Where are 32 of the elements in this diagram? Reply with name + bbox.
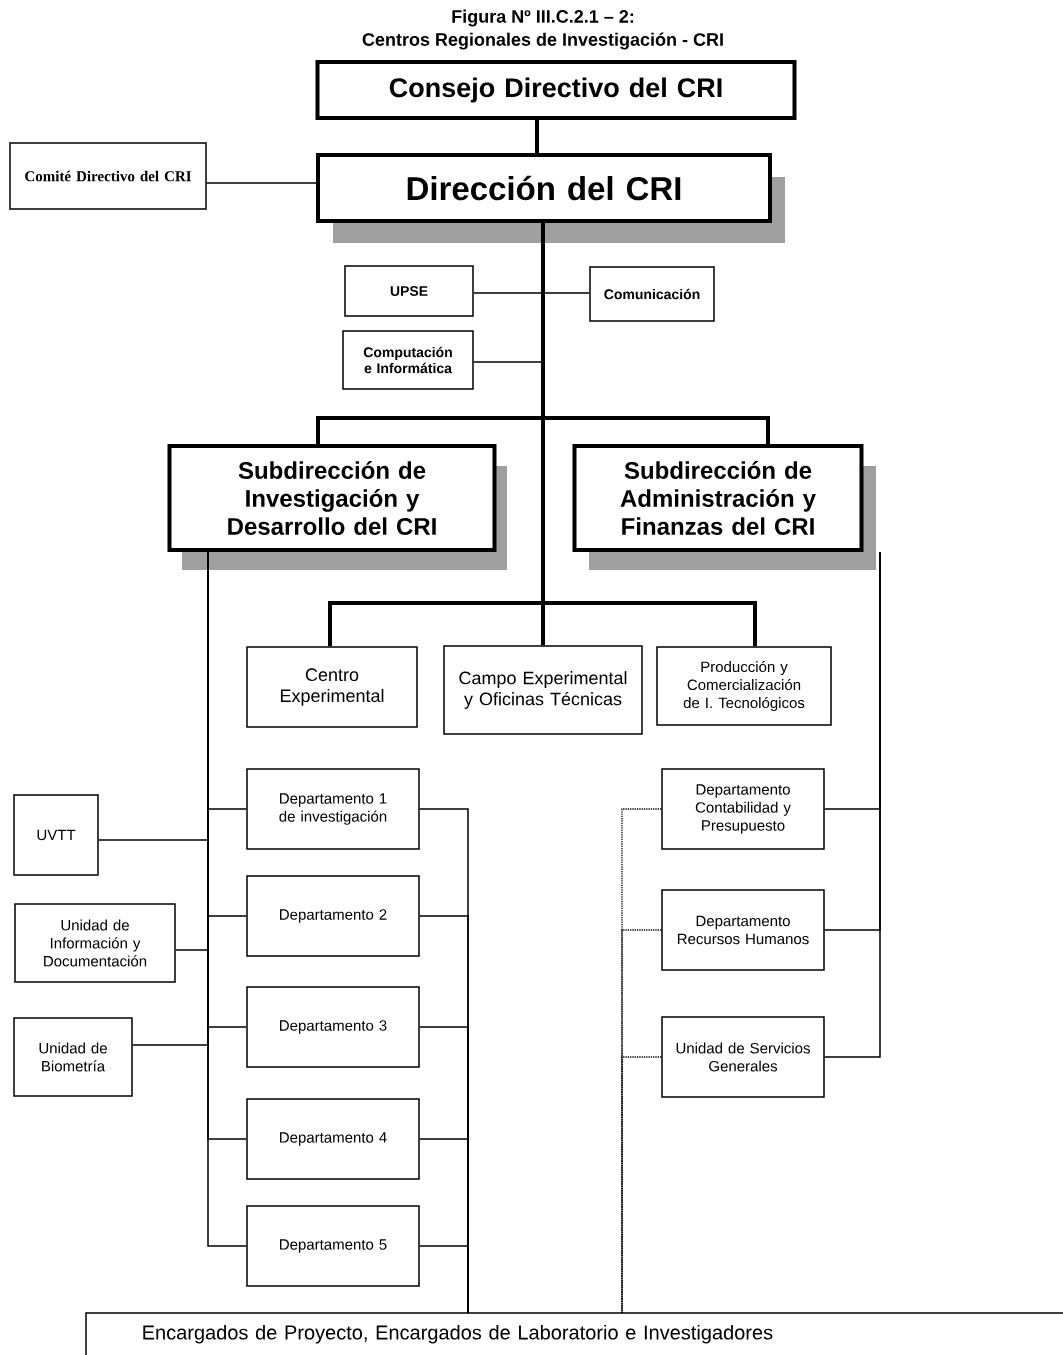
unit-box: UVTT — [13, 794, 99, 876]
unit-box: Centro Experimental — [246, 646, 418, 728]
connector-line — [535, 120, 539, 153]
unit-box: Comunicación — [589, 266, 715, 322]
connector-line — [541, 223, 757, 647]
connector-line — [621, 1056, 662, 1314]
connector-line — [824, 551, 881, 1058]
unit-box: Unidad de Servicios Generales — [661, 1016, 825, 1098]
staff-band: Encargados de Proyecto, Encargados de Laboratorio e Investigadores — [85, 1312, 1063, 1355]
unit-box: Unidad de Biometría — [13, 1017, 133, 1097]
subdirectorate-box: Subdirección de Administración y Finanzas del CRI — [572, 444, 876, 570]
unit-box: Departamento 2 — [246, 875, 420, 957]
figure-title: Figura Nº III.C.2.1 – 2: — [452, 9, 634, 27]
connector-line — [207, 551, 247, 1247]
unit-box: Departamento 4 — [246, 1098, 420, 1180]
unit-box: Departamento 1 de investigación — [246, 768, 420, 850]
unit-box: Departamento 3 — [246, 986, 420, 1068]
connector-line — [206, 182, 317, 184]
unit-box: Producción y Comercialización de I. Tecnológicos — [656, 646, 832, 726]
board-box: Consejo Directivo del CRI — [315, 60, 797, 120]
connector-line — [621, 808, 662, 1314]
unit-box: Unidad de Información y Documentación — [14, 903, 176, 983]
unit-box: Departamento Recursos Humanos — [661, 889, 825, 971]
unit-box: UPSE — [344, 265, 474, 317]
connector-line — [419, 1245, 469, 1314]
unit-box: Computación e Informática — [342, 330, 474, 390]
committee-box: Comité Directivo del CRI — [9, 142, 207, 210]
director-box: Dirección del CRI — [316, 153, 785, 243]
unit-box: Campo Experimental y Oficinas Técnicas — [443, 645, 643, 735]
unit-box: Departamento 5 — [246, 1205, 420, 1287]
subdirectorate-box: Subdirección de Investigación y Desarrollo del CRI — [167, 444, 507, 570]
unit-box: Departamento Contabilidad y Presupuesto — [661, 768, 825, 850]
